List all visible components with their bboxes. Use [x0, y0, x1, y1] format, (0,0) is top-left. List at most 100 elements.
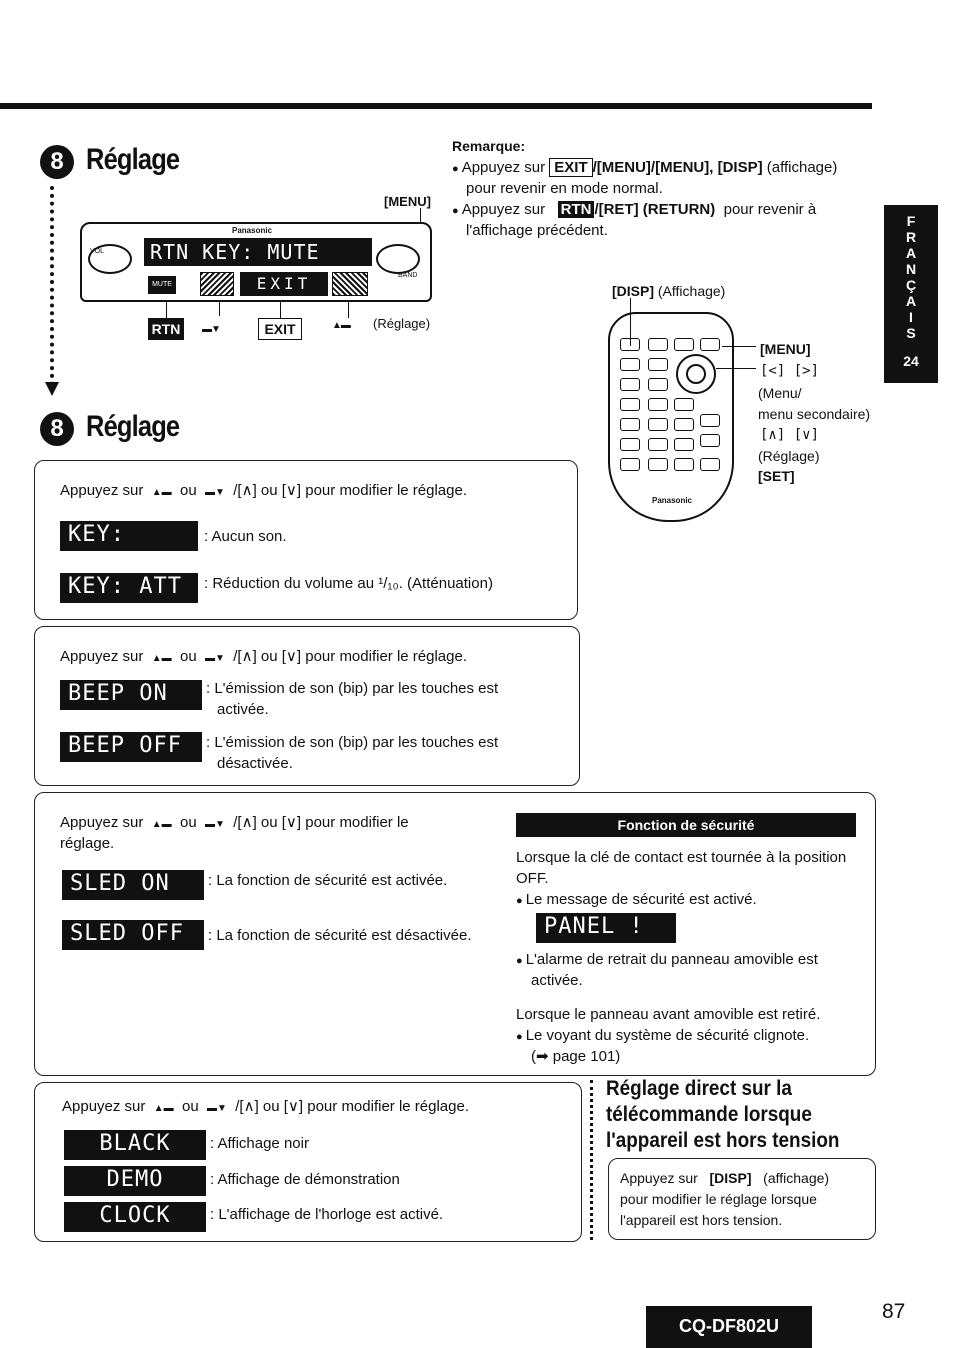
- remote-button[interactable]: [700, 458, 720, 471]
- remote-set-label: [SET]: [758, 468, 795, 484]
- remote-button[interactable]: [620, 398, 640, 411]
- remote-menu-desc2: menu secondaire): [758, 406, 871, 422]
- down-button[interactable]: [200, 272, 234, 296]
- box4-intro: Appuyez sur ▲▬ ou ▬▼ /[∧] ou [∨] pour mo…: [62, 1096, 469, 1119]
- remote-set-button[interactable]: [686, 364, 706, 384]
- menu-leader-line: [722, 346, 756, 347]
- page-number: 87: [882, 1300, 906, 1323]
- remote-button[interactable]: [648, 338, 668, 351]
- beep-on-desc2: activée.: [217, 701, 269, 718]
- up-arrow-icon: ▲▬: [151, 653, 172, 664]
- remote-arrows-lr: [<] [>]: [760, 363, 820, 379]
- security-b3-text: Le voyant du système de sécurité clignot…: [525, 1027, 810, 1044]
- black-desc: : Affichage noir: [210, 1135, 309, 1152]
- key-att-desc: : Réduction du volume au ¹/₁₀. (Atténuat…: [204, 575, 493, 592]
- remote-button[interactable]: [648, 438, 668, 451]
- remote-joystick[interactable]: [676, 354, 716, 394]
- up-arrow-icon: ▲▬: [151, 819, 172, 830]
- intro-prefix: Appuyez sur: [60, 814, 144, 831]
- remarque-line2-cont: l'affichage précédent.: [466, 222, 608, 239]
- setting-box-sled: [34, 792, 876, 1076]
- direct-affichage: (affichage): [763, 1170, 830, 1186]
- disp-label: [DISP] (Affichage): [612, 281, 725, 302]
- remote-button[interactable]: [674, 458, 694, 471]
- security-page-ref: (➡ page 101): [531, 1048, 621, 1065]
- remarque-line2-prefix: Appuyez sur: [461, 201, 546, 218]
- disp-desc: (Affichage): [657, 283, 726, 299]
- remote-button[interactable]: [620, 418, 640, 431]
- volume-knob[interactable]: [88, 244, 132, 274]
- bullet-icon: [516, 1027, 526, 1044]
- tab-letter: S: [906, 325, 916, 341]
- rtn-key: RTN: [557, 201, 595, 218]
- remote-button[interactable]: [674, 398, 694, 411]
- down-arrow-icon: ▬▼: [202, 324, 221, 335]
- step-title: Réglage: [86, 143, 180, 176]
- remote-button[interactable]: [648, 358, 668, 371]
- remote-button[interactable]: [674, 438, 694, 451]
- remote-button[interactable]: [620, 378, 640, 391]
- lcd-sled-on: SLED ON: [62, 870, 204, 900]
- tab-letter: A: [905, 245, 917, 261]
- security-header: Fonction de sécurité: [516, 813, 856, 837]
- ret-key: /[RET] (RETURN): [594, 201, 716, 218]
- tab-letter: I: [909, 309, 913, 325]
- remote-button[interactable]: [674, 418, 694, 431]
- setting-box-display: [34, 1082, 582, 1242]
- remote-button[interactable]: [620, 458, 640, 471]
- intro-prefix: Appuyez sur: [62, 1098, 146, 1115]
- band-label: BAND: [398, 272, 418, 279]
- box3-intro: Appuyez sur ▲▬ ou ▬▼ /[∧] ou [∨] pour mo…: [60, 812, 409, 835]
- reglage-label: (Réglage): [373, 316, 431, 331]
- remarque-line2: Appuyez sur RTN/[RET] (RETURN) pour reve…: [452, 199, 872, 222]
- intro-ou: ou: [181, 1098, 199, 1115]
- direct-body1: Appuyez sur [DISP] (affichage): [620, 1168, 829, 1189]
- intro-prefix: Appuyez sur: [60, 648, 144, 665]
- arrows-leader-line: [716, 368, 756, 369]
- box1-intro: Appuyez sur ▲▬ ou ▬▼ /[∧] ou [∨] pour mo…: [60, 480, 467, 503]
- remote-down-button[interactable]: [700, 434, 720, 447]
- up-button[interactable]: [332, 272, 368, 296]
- remote-button[interactable]: [648, 458, 668, 471]
- down-arrow-icon: ▬▼: [205, 653, 225, 664]
- remote-menu-desc1: (Menu/: [758, 385, 802, 401]
- lcd-demo: DEMO: [64, 1166, 206, 1196]
- remote-disp-button[interactable]: [620, 338, 640, 351]
- remarque-line1-cont: pour revenir en mode normal.: [466, 180, 663, 197]
- beep-off-desc2: désactivée.: [217, 755, 293, 772]
- revenir-text: pour revenir à: [723, 201, 817, 218]
- arrow-down-icon: [45, 382, 59, 396]
- remarque-line1: Appuyez sur EXIT/[MENU]/[MENU], [DISP] (…: [452, 157, 872, 180]
- lcd-key-mute: KEY: MUTE: [60, 521, 198, 575]
- remote-button[interactable]: [620, 358, 640, 371]
- head-unit-lcd: RTN KEY: MUTE: [144, 238, 372, 266]
- remote-menu-button[interactable]: [700, 338, 720, 351]
- lcd-black: BLACK: [64, 1130, 206, 1160]
- box2-intro: Appuyez sur ▲▬ ou ▬▼ /[∧] ou [∨] pour mo…: [60, 646, 467, 669]
- security-b3: Le voyant du système de sécurité clignot…: [516, 1025, 809, 1048]
- rtn-label: RTN: [148, 318, 184, 340]
- security-b2-text: L'alarme de retrait du panneau amovible …: [525, 951, 818, 968]
- dotted-separator: [590, 1080, 594, 1240]
- remote-button[interactable]: [648, 378, 668, 391]
- sled-on-desc: : La fonction de sécurité est activée.: [208, 872, 448, 889]
- model-number: CQ-DF802U: [646, 1306, 812, 1348]
- mute-button[interactable]: MUTE: [148, 276, 176, 294]
- remote-button[interactable]: [648, 398, 668, 411]
- remote-up-button[interactable]: [700, 414, 720, 427]
- bullet-icon: [516, 951, 526, 968]
- lcd-sled-off: SLED OFF: [62, 920, 204, 950]
- remote-arrows-ud: [∧] [∨]: [760, 427, 820, 443]
- tune-knob[interactable]: [376, 244, 420, 274]
- head-unit-faceplate: Panasonic VOL BAND RTN KEY: MUTE MUTE EX…: [80, 222, 432, 302]
- direct-disp-key: [DISP]: [709, 1170, 752, 1186]
- rtn-leader-line: [166, 302, 167, 318]
- up-arrow-icon: ▲▬: [151, 487, 172, 498]
- lcd-panel: PANEL !: [536, 913, 676, 943]
- exit-key: EXIT: [549, 158, 593, 177]
- remote-button[interactable]: [620, 438, 640, 451]
- direct-body2: pour modifier le réglage lorsque: [620, 1191, 817, 1207]
- remote-button[interactable]: [674, 338, 694, 351]
- exit-button[interactable]: EXIT: [240, 272, 328, 296]
- remote-button[interactable]: [648, 418, 668, 431]
